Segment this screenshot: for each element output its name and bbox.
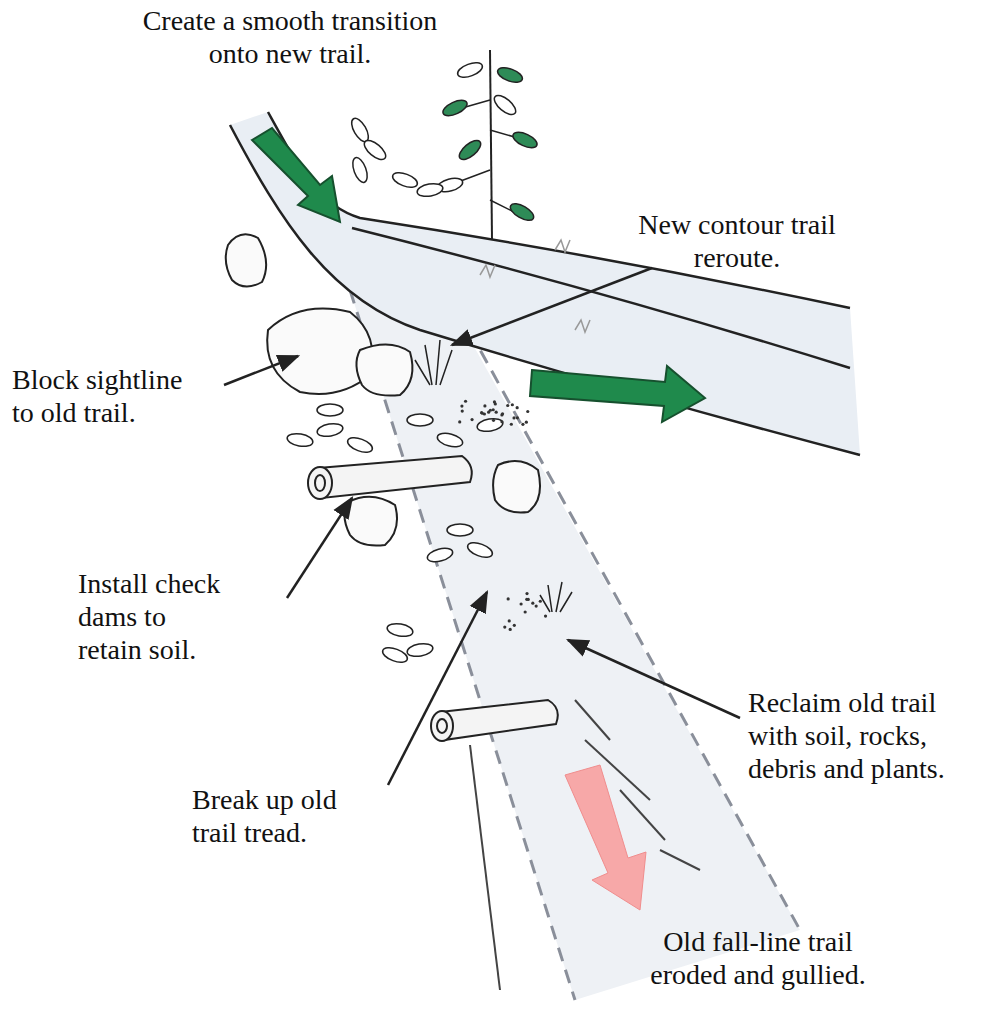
label-holder: Break up old trail tread. <box>192 783 337 849</box>
callout-label: New contour trail reroute. <box>638 208 836 274</box>
erosion-arrow <box>565 765 646 910</box>
new-trail-edges <box>230 112 860 455</box>
label-holder: Install check dams to retain soil. <box>78 567 220 666</box>
leader-line <box>224 268 740 785</box>
label-holder: Reclaim old trail with soil, rocks, debr… <box>748 686 945 785</box>
new-trail-fill <box>230 112 860 455</box>
grass <box>415 340 572 612</box>
callout-label: Reclaim old trail with soil, rocks, debr… <box>748 686 945 785</box>
label-holder: Create a smooth transition onto new trai… <box>143 4 438 70</box>
callout-label: Break up old trail tread. <box>192 783 337 849</box>
rocks <box>226 234 540 545</box>
tread-marks <box>480 240 590 332</box>
callout-label: Create a smooth transition onto new trai… <box>143 4 438 70</box>
label-holder: Old fall-line trail eroded and gullied. <box>650 925 865 991</box>
callout-label: Block sightline to old trail. <box>12 363 182 429</box>
soil-dots <box>458 400 547 631</box>
direction-arrow <box>530 366 705 422</box>
label-holder: Block sightline to old trail. <box>12 363 182 429</box>
callout-label: Old fall-line trail eroded and gullied. <box>650 925 865 991</box>
direction-arrow <box>252 128 340 222</box>
label-holder: New contour trail reroute. <box>638 208 836 274</box>
callout-label: Install check dams to retain soil. <box>78 567 220 666</box>
